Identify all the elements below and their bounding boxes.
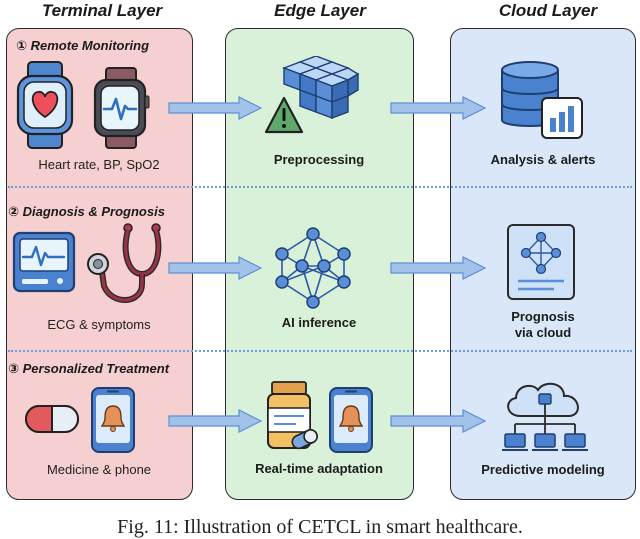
edge-caption-row2: AI inference — [281, 315, 357, 330]
terminal-caption-row3: Medicine & phone — [46, 462, 152, 477]
arrow-terminal-edge-row1 — [168, 96, 263, 120]
phone-bell-icon — [329, 387, 373, 453]
ecg-monitor-icon — [12, 231, 76, 293]
row-divider-1 — [8, 186, 632, 188]
figure-caption: Fig. 11: Illustration of CETCL in smart … — [117, 516, 523, 538]
terminal-layer-title: Terminal Layer — [41, 1, 163, 20]
cloud-layer-title: Cloud Layer — [498, 1, 598, 20]
network-document-icon — [507, 224, 575, 300]
cloud-caption-row2-line1: Prognosis — [511, 309, 575, 324]
row-label-diagnosis-prognosis: ② Diagnosis & Prognosis — [8, 204, 165, 219]
arrow-edge-cloud-row1 — [390, 96, 487, 120]
pill-icon — [25, 405, 79, 433]
arrow-terminal-edge-row3 — [168, 409, 263, 433]
edge-caption-row3: Real-time adaptation — [255, 461, 383, 476]
smartwatch-heart-icon — [16, 61, 74, 149]
arrow-terminal-edge-row2 — [168, 256, 263, 280]
cloud-network-icon — [502, 382, 588, 451]
arrow-edge-cloud-row3 — [390, 409, 487, 433]
smartwatch-pulse-icon — [93, 67, 150, 149]
terminal-caption-row1: Heart rate, BP, SpO2 — [38, 157, 160, 172]
edge-layer-title: Edge Layer — [274, 1, 366, 20]
database-chart-icon — [501, 61, 583, 139]
edge-caption-row1: Preprocessing — [273, 152, 365, 167]
cloud-caption-row2-line2: via cloud — [514, 325, 572, 340]
neural-network-icon — [275, 227, 351, 309]
medicine-bottle-icon — [267, 381, 318, 450]
cloud-caption-row1: Analysis & alerts — [490, 152, 596, 167]
cube-grid-warning-icon — [264, 56, 360, 134]
phone-bell-icon — [91, 387, 135, 453]
row-divider-2 — [8, 350, 632, 352]
cloud-caption-row3: Predictive modeling — [481, 462, 605, 477]
row-label-remote-monitoring: ① Remote Monitoring — [16, 38, 150, 53]
terminal-caption-row2: ECG & symptoms — [47, 317, 151, 332]
row-label-personalized-treatment: ③ Personalized Treatment — [8, 361, 170, 376]
stethoscope-icon — [87, 223, 162, 303]
arrow-edge-cloud-row2 — [390, 256, 487, 280]
